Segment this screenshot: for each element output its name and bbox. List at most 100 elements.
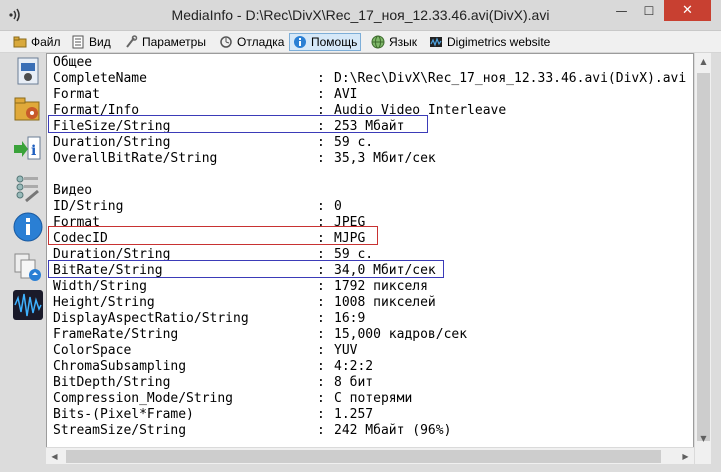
info-separator: :: [317, 135, 325, 150]
vertical-scrollbar[interactable]: ▲ ▼: [694, 53, 711, 464]
info-key: StreamSize/String: [53, 423, 187, 438]
close-button[interactable]: ✕: [664, 0, 711, 21]
info-separator: :: [317, 407, 325, 422]
scroll-right-arrow-icon[interactable]: ▶: [682, 452, 689, 461]
info-value: 16:9: [334, 311, 366, 326]
info-value: 15,000 кадров/сек: [334, 327, 468, 342]
info-value: 0: [334, 199, 342, 214]
about-info-icon[interactable]: [12, 211, 44, 243]
menu-options-label: Параметры: [142, 35, 206, 49]
window-title: MediaInfo - D:\Rec\DivX\Rec_17_ноя_12.33…: [171, 7, 550, 23]
menu-debug[interactable]: Отладка: [216, 33, 287, 51]
info-key: Duration/String: [53, 247, 171, 262]
info-row: BitRate/String:34,0 Мбит/сек: [53, 263, 436, 279]
info-key: Compression_Mode/String: [53, 391, 234, 406]
info-separator: :: [317, 87, 325, 102]
menu-website[interactable]: Digimetrics website: [426, 33, 553, 51]
info-separator: :: [317, 311, 325, 326]
info-row: BitDepth/String:8 бит: [53, 375, 373, 391]
menu-help[interactable]: Помощь: [289, 33, 362, 51]
menu-view[interactable]: Вид: [68, 33, 114, 51]
info-row: OverallBitRate/String:35,3 Мбит/сек: [53, 151, 436, 167]
info-value: 35,3 Мбит/сек: [334, 151, 436, 166]
info-key: CompleteName: [53, 71, 147, 86]
info-separator: :: [317, 423, 325, 438]
wrench-icon: [126, 35, 138, 48]
menu-view-label: Вид: [89, 35, 111, 49]
view-icon: [72, 35, 84, 49]
info-key: ChromaSubsampling: [53, 359, 187, 374]
help-icon: [294, 36, 306, 48]
debug-icon: [220, 36, 232, 48]
info-value: 242 Мбайт (96%): [334, 423, 452, 438]
sidebar-toolbar: i: [6, 53, 46, 472]
info-value: YUV: [334, 343, 358, 358]
info-separator: :: [317, 199, 325, 214]
waveform-icon[interactable]: [12, 289, 44, 321]
horizontal-scroll-thumb[interactable]: [66, 450, 661, 463]
section-header-label: Общее: [53, 55, 93, 70]
info-row: Duration/String:59 с.: [53, 247, 373, 263]
menu-bar: Файл Вид Параметры Отладка Помощь Язык D…: [0, 31, 721, 53]
info-value: 1008 пикселей: [334, 295, 436, 310]
export-icon[interactable]: i: [12, 133, 44, 165]
info-value: 34,0 Мбит/сек: [334, 263, 436, 278]
info-row: Format:AVI: [53, 87, 357, 103]
scroll-left-arrow-icon[interactable]: ◀: [51, 452, 58, 461]
copy-icon[interactable]: [12, 251, 44, 283]
info-key: OverallBitRate/String: [53, 151, 218, 166]
info-separator: :: [317, 391, 325, 406]
title-bar: MediaInfo - D:\Rec\DivX\Rec_17_ноя_12.33…: [0, 0, 721, 31]
info-row: StreamSize/String:242 Мбайт (96%): [53, 423, 451, 439]
info-key: Duration/String: [53, 135, 171, 150]
open-file-icon[interactable]: [12, 55, 44, 87]
vertical-scroll-thumb[interactable]: [697, 73, 710, 441]
info-row: Format/Info:Audio Video Interleave: [53, 103, 506, 119]
open-folder-icon[interactable]: [12, 93, 44, 125]
info-value: 4:2:2: [334, 359, 374, 374]
minimize-button[interactable]: —: [615, 3, 628, 18]
menu-language[interactable]: Язык: [368, 33, 420, 51]
info-row: Bits-(Pixel*Frame):1.257: [53, 407, 373, 423]
info-key: DisplayAspectRatio/String: [53, 311, 249, 326]
info-value: 59 с.: [334, 247, 374, 262]
info-separator: :: [317, 279, 325, 294]
info-row: ChromaSubsampling:4:2:2: [53, 359, 373, 375]
website-icon: [430, 37, 442, 47]
globe-icon: [371, 35, 385, 49]
horizontal-scrollbar[interactable]: ◀ ▶: [46, 447, 694, 464]
menu-file[interactable]: Файл: [10, 33, 64, 51]
info-value: С потерями: [334, 391, 413, 406]
info-key: Format: [53, 87, 100, 102]
highlight-bitrate: [48, 260, 444, 278]
info-value: Audio Video Interleave: [334, 103, 507, 118]
menu-file-label: Файл: [31, 35, 61, 49]
info-key: Format/Info: [53, 103, 140, 118]
info-row: DisplayAspectRatio/String:16:9: [53, 311, 365, 327]
info-row: FileSize/String:253 Мбайт: [53, 119, 404, 135]
menu-options[interactable]: Параметры: [121, 33, 209, 51]
scroll-up-arrow-icon[interactable]: ▲: [700, 57, 707, 66]
info-separator: :: [317, 119, 325, 134]
info-separator: :: [317, 375, 325, 390]
info-key: BitRate/String: [53, 263, 163, 278]
info-key: FileSize/String: [53, 119, 171, 134]
info-value: 8 бит: [334, 375, 374, 390]
svg-text:i: i: [31, 143, 36, 159]
info-row: FrameRate/String:15,000 кадров/сек: [53, 327, 467, 343]
menu-help-label: Помощь: [311, 35, 358, 49]
info-separator: :: [317, 215, 325, 230]
info-value: 1.257: [334, 407, 374, 422]
info-separator: :: [317, 247, 325, 262]
scroll-down-arrow-icon[interactable]: ▼: [700, 434, 707, 443]
info-separator: :: [317, 343, 325, 358]
info-key: Width/String: [53, 279, 147, 294]
highlight-filesize: [48, 115, 428, 133]
maximize-button[interactable]: ☐: [643, 3, 655, 18]
folder-icon: [13, 36, 27, 48]
info-row: Duration/String:59 с.: [53, 135, 373, 151]
info-key: ColorSpace: [53, 343, 132, 358]
info-separator: :: [317, 327, 325, 342]
preferences-icon[interactable]: [12, 173, 44, 205]
